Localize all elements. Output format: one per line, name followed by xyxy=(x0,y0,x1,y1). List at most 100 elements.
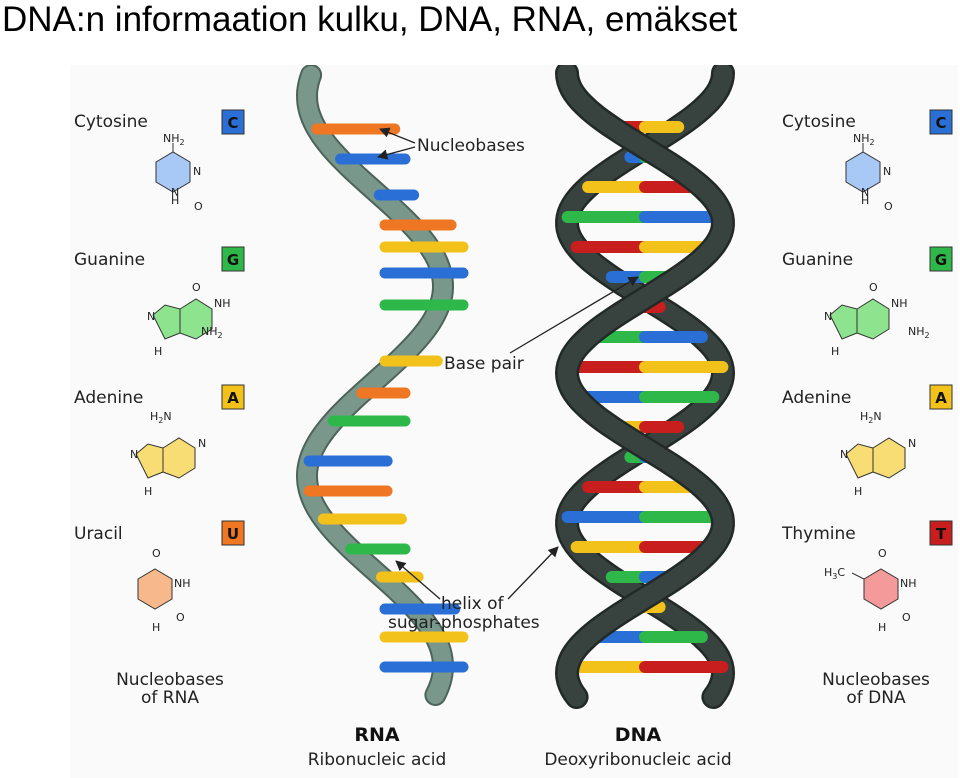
atom-h: H xyxy=(831,345,839,358)
rna-group-label: Nucleobases xyxy=(116,670,224,690)
arrow xyxy=(376,146,416,160)
base-letter-box xyxy=(929,109,953,135)
atom-h: H xyxy=(171,194,179,207)
atom-o: O xyxy=(884,200,893,213)
adenine-ring-icon xyxy=(135,443,164,479)
atom-n: N xyxy=(130,448,138,461)
helix-annotation: sugar-phosphates xyxy=(388,613,540,633)
base-uracil-rna: Uracil U O NH O H xyxy=(74,520,245,634)
base-guanine-rna: Guanine G N O NH NH2 H xyxy=(74,246,245,358)
base-letter: C xyxy=(227,114,238,132)
base-letter-box xyxy=(221,109,245,135)
base-guanine-dna: Guanine G N O NH NH2 H xyxy=(782,246,953,358)
arrow xyxy=(379,127,416,144)
guanine-ring-icon xyxy=(152,304,181,340)
base-thymine-dna: Thymine T H3C O NH O H xyxy=(781,520,953,634)
dna-group-label: of DNA xyxy=(846,688,906,708)
base-letter-box xyxy=(929,246,953,272)
atom-nh: NH xyxy=(174,577,191,590)
base-name: Cytosine xyxy=(74,112,148,132)
base-letter-box xyxy=(221,384,245,410)
base-letter: T xyxy=(936,525,947,543)
atom-h3c: H3C xyxy=(824,566,845,581)
base-name: Adenine xyxy=(74,388,143,408)
rna-nucleobases-column: Cytosine C NH2 H N N O Guanine G N O NH … xyxy=(74,109,245,708)
atom-h: H xyxy=(152,621,160,634)
atom-h2n: H2N xyxy=(860,410,882,425)
slide-title: DNA:n informaation kulku, DNA, RNA, emäk… xyxy=(2,0,738,39)
base-name: Uracil xyxy=(74,524,123,544)
atom-h: H xyxy=(154,345,162,358)
base-letter: C xyxy=(935,114,946,132)
base-name: Cytosine xyxy=(782,112,856,132)
uracil-ring-icon xyxy=(137,568,173,610)
arrow xyxy=(395,560,441,600)
rna-helix xyxy=(295,65,469,706)
base-name: Adenine xyxy=(782,388,851,408)
atom-n: N xyxy=(171,186,179,199)
base-letter-box xyxy=(221,246,245,272)
atom-h2n: H2N xyxy=(150,410,172,425)
atom-o: O xyxy=(878,547,887,560)
atom-nh2: NH2 xyxy=(908,325,930,340)
base-name: Guanine xyxy=(782,250,853,270)
atom-nh: NH xyxy=(891,297,908,310)
atom-h: H xyxy=(878,621,886,634)
atom-o: O xyxy=(176,611,185,624)
atom-h: H xyxy=(144,485,152,498)
dna-backbone xyxy=(557,65,733,707)
base-letter-box xyxy=(929,384,953,410)
base-letter: G xyxy=(227,251,239,269)
rna-backbone xyxy=(297,66,453,704)
atom-h: H xyxy=(861,194,869,207)
atom-o: O xyxy=(869,281,878,294)
atom-n: N xyxy=(193,165,201,178)
atom-nh: NH xyxy=(214,297,231,310)
base-cytosine-rna: Cytosine C NH2 H N N O xyxy=(74,109,245,213)
thymine-ring-icon xyxy=(863,568,899,610)
atom-nh2: NH2 xyxy=(853,132,875,147)
base-letter: G xyxy=(935,251,947,269)
atom-o: O xyxy=(152,547,161,560)
dna-helix xyxy=(554,65,736,709)
guanine-ring-icon xyxy=(829,304,858,340)
helix-annotation: helix of xyxy=(441,594,505,614)
dna-caption-title: DNA xyxy=(615,724,662,746)
dna-nucleobases-column: Cytosine C NH2 H N N O Guanine G N O NH … xyxy=(781,109,953,708)
atom-h: H xyxy=(854,485,862,498)
atom-n: N xyxy=(883,165,891,178)
annotations: Nucleobases Base pair helix of sugar-pho… xyxy=(376,127,639,633)
atom-o: O xyxy=(902,611,911,624)
atom-o: O xyxy=(192,281,201,294)
base-cytosine-dna: Cytosine C NH2 H N N O xyxy=(782,109,953,213)
atom-nh2: NH2 xyxy=(163,132,185,147)
arrow xyxy=(509,276,639,354)
atom-n: N xyxy=(147,310,155,323)
base-letter: U xyxy=(227,525,239,543)
atom-nh2: NH2 xyxy=(201,325,223,340)
rna-caption-subtitle: Ribonucleic acid xyxy=(308,750,447,770)
base-adenine-rna: Adenine A H2N N N H xyxy=(74,384,245,498)
nucleobases-annotation: Nucleobases xyxy=(417,136,525,156)
dna-caption-subtitle: Deoxyribonucleic acid xyxy=(544,750,731,770)
atom-nh: NH xyxy=(900,577,917,590)
dna-group-label: Nucleobases xyxy=(822,670,930,690)
atom-n: N xyxy=(198,437,206,450)
rna-caption-title: RNA xyxy=(354,724,400,746)
dna-rna-diagram: Cytosine C NH2 H N N O Guanine G N O NH … xyxy=(74,65,953,770)
atom-n: N xyxy=(908,437,916,450)
base-letter-box xyxy=(929,520,953,546)
adenine-ring-icon xyxy=(845,443,874,479)
base-letter: A xyxy=(935,389,947,407)
base-name: Thymine xyxy=(781,524,856,544)
base-letter-box xyxy=(221,520,245,546)
base-name: Guanine xyxy=(74,250,145,270)
base-pair-annotation: Base pair xyxy=(444,354,524,374)
atom-o: O xyxy=(194,200,203,213)
base-adenine-dna: Adenine A H2N N N H xyxy=(782,384,953,498)
atom-n: N xyxy=(824,310,832,323)
rna-group-label: of RNA xyxy=(141,688,199,708)
base-letter: A xyxy=(227,389,239,407)
atom-n: N xyxy=(840,448,848,461)
arrow xyxy=(507,546,559,600)
